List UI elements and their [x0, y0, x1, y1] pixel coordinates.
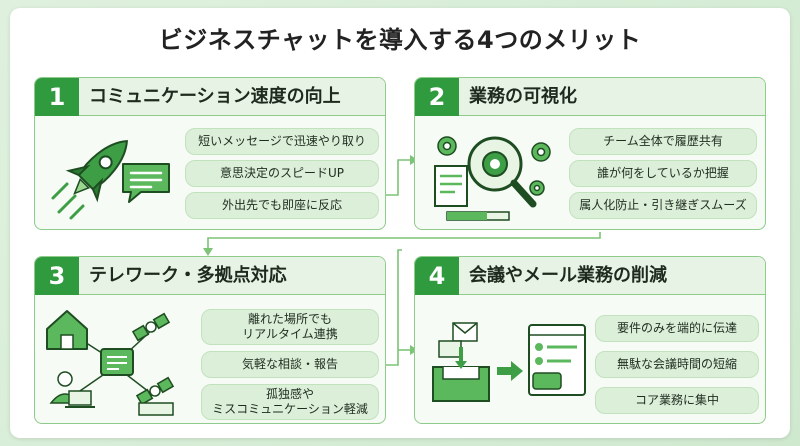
rocket-chat-illustration [45, 128, 180, 223]
satellite-icon [135, 376, 175, 406]
benefit-item: 意思決定のスピードUP [185, 160, 379, 187]
inbox-tray-icon [432, 366, 490, 402]
benefit-item: 要件のみを端的に伝達 [595, 315, 759, 342]
card-number: 4 [415, 257, 459, 295]
card-number: 2 [415, 78, 459, 116]
card-header: 2 業務の可視化 [415, 78, 765, 116]
email-icon [452, 322, 478, 342]
chat-bubble-icon [100, 348, 134, 376]
card-header: 4 会議やメール業務の削減 [415, 257, 765, 295]
chat-window-icon [528, 324, 586, 396]
satellite-icon [131, 312, 171, 342]
benefit-item: 孤独感や ミスコミュニケーション軽減 [201, 384, 379, 420]
benefit-item: 離れた場所でも リアルタイム連携 [201, 309, 379, 345]
card-title: コミュニケーション速度の向上 [89, 86, 341, 107]
arrow-right-icon [497, 361, 523, 381]
rocket-icon [51, 140, 128, 220]
laptop-user-icon [49, 371, 95, 408]
card-title: テレワーク・多拠点対応 [89, 265, 287, 286]
card-telework: 3 テレワーク・多拠点対応 [34, 256, 386, 424]
document-icon [434, 165, 468, 207]
benefit-item: 外出先でも即座に反応 [185, 192, 379, 219]
inbox-to-chat-illustration [432, 322, 586, 402]
benefit-item: チーム全体で履歴共有 [569, 128, 757, 155]
card-communication-speed: 1 コミュニケーション速度の向上 [34, 77, 386, 230]
card-number: 1 [35, 78, 79, 116]
benefit-item: 短いメッセージで迅速やり取り [185, 128, 379, 155]
network-illustration [46, 310, 175, 416]
benefit-item: 気軽な相談・報告 [201, 351, 379, 378]
card-meeting-email-reduction: 4 会議やメール業務の削減 [414, 256, 766, 424]
benefit-item: 属人化防止・引き継ぎスムーズ [569, 192, 757, 219]
benefit-item: 無駄な会議時間の短縮 [595, 351, 759, 378]
card-visualization: 2 業務の可視化 チーム全体で履歴共有 誰が何をしているか把 [414, 77, 766, 230]
page-title: ビジネスチャットを導入する4つのメリット [158, 26, 642, 54]
magnifier-icon [434, 136, 551, 221]
card-title: 業務の可視化 [469, 86, 577, 107]
gear-icon [437, 136, 551, 196]
card-number: 3 [35, 257, 79, 295]
benefit-item: 誰が何をしているか把握 [569, 160, 757, 187]
card-title: 会議やメール業務の削減 [469, 265, 667, 286]
chat-bubble-icon [122, 163, 170, 203]
card-header: 3 テレワーク・多拠点対応 [35, 257, 385, 295]
benefit-item: コア業務に集中 [595, 387, 759, 414]
card-header: 1 コミュニケーション速度の向上 [35, 78, 385, 116]
house-icon [46, 310, 88, 350]
